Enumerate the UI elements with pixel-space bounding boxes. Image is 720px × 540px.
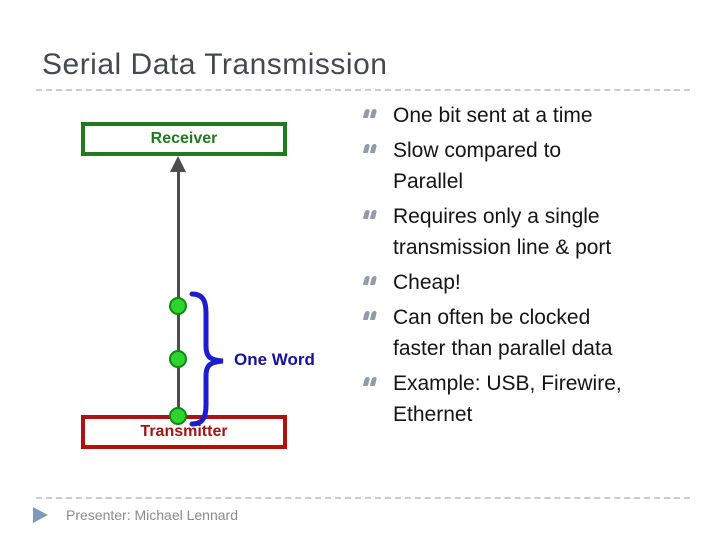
bullet-text: Example: USB, Firewire, Ethernet <box>393 372 622 426</box>
receiver-label: Receiver <box>150 130 218 147</box>
bullet-list: One bit sent at a time Slow compared to … <box>362 100 698 434</box>
bullet-text: Cheap! <box>393 271 461 294</box>
bullet-text: One bit sent at a time <box>393 104 593 127</box>
bullet-text: Slow compared to Parallel <box>393 139 562 193</box>
quote-bullet-icon <box>362 377 378 386</box>
quote-bullet-icon <box>362 109 378 118</box>
list-item: Can often be clocked faster than paralle… <box>362 302 698 364</box>
transmitter-label: Transmitter <box>140 423 228 440</box>
transmission-line <box>177 170 180 418</box>
quote-bullet-icon <box>362 144 378 153</box>
list-item: Example: USB, Firewire, Ethernet <box>362 368 698 430</box>
bit-dot-icon <box>169 297 187 315</box>
list-item: One bit sent at a time <box>362 100 698 131</box>
presenter-credit: Presenter: Michael Lennard <box>66 507 238 523</box>
title-divider <box>36 89 690 91</box>
list-item: Requires only a single transmission line… <box>362 201 698 263</box>
arrow-up-icon <box>170 156 186 172</box>
quote-bullet-icon <box>362 311 378 320</box>
list-item: Cheap! <box>362 267 698 298</box>
bit-dot-icon <box>169 407 187 425</box>
quote-bullet-icon <box>362 276 378 285</box>
slide-title: Serial Data Transmission <box>42 48 388 81</box>
bullet-text: Requires only a single transmission line… <box>393 205 612 259</box>
receiver-box: Receiver <box>81 122 287 156</box>
bullet-text: Can often be clocked faster than paralle… <box>393 306 613 360</box>
play-triangle-icon <box>33 507 48 523</box>
bit-dot-icon <box>169 350 187 368</box>
curly-brace-icon <box>189 291 224 427</box>
footer-divider <box>36 497 690 499</box>
list-item: Slow compared to Parallel <box>362 135 698 197</box>
quote-bullet-icon <box>362 210 378 219</box>
brace-label: One Word <box>234 350 315 369</box>
transmitter-box: Transmitter <box>81 415 287 449</box>
